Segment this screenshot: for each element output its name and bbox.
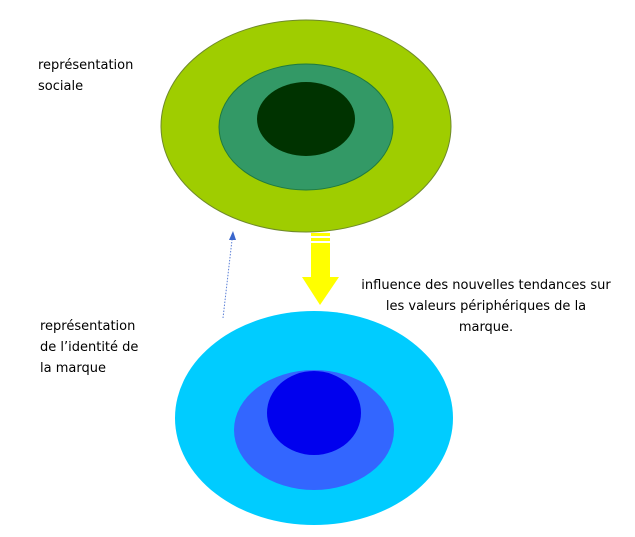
arrow-stripe-1 xyxy=(311,233,330,236)
identity-representation-label: représentation de l’identité de la marqu… xyxy=(40,316,160,379)
social-representation-ellipses xyxy=(160,19,452,233)
arrow-shaft xyxy=(311,243,330,277)
identity-representation-ellipses xyxy=(175,311,453,525)
influence-arrow xyxy=(302,233,339,305)
feedback-line xyxy=(222,239,233,319)
arrow-head xyxy=(302,277,339,305)
social-label-line-2: sociale xyxy=(38,79,84,94)
identity-core-ellipse xyxy=(267,371,361,455)
feedback-arrow xyxy=(222,231,236,319)
social-representation-label: représentation sociale xyxy=(38,55,168,97)
influence-label-line-1: influence des nouvelles tendances sur xyxy=(361,278,611,293)
feedback-arrowhead xyxy=(229,231,236,240)
influence-label-line-2: les valeurs périphériques de la xyxy=(385,299,587,314)
influence-label: influence des nouvelles tendances sur le… xyxy=(355,275,617,338)
social-label-line-1: représentation xyxy=(38,58,134,73)
influence-label-line-3: marque. xyxy=(458,320,514,335)
social-core-ellipse xyxy=(257,82,355,156)
arrow-stripe-2 xyxy=(311,238,330,241)
identity-label-line-3: la marque xyxy=(40,361,106,376)
identity-label-line-2: de l’identité de xyxy=(40,340,139,355)
identity-label-line-1: représentation xyxy=(40,319,136,334)
